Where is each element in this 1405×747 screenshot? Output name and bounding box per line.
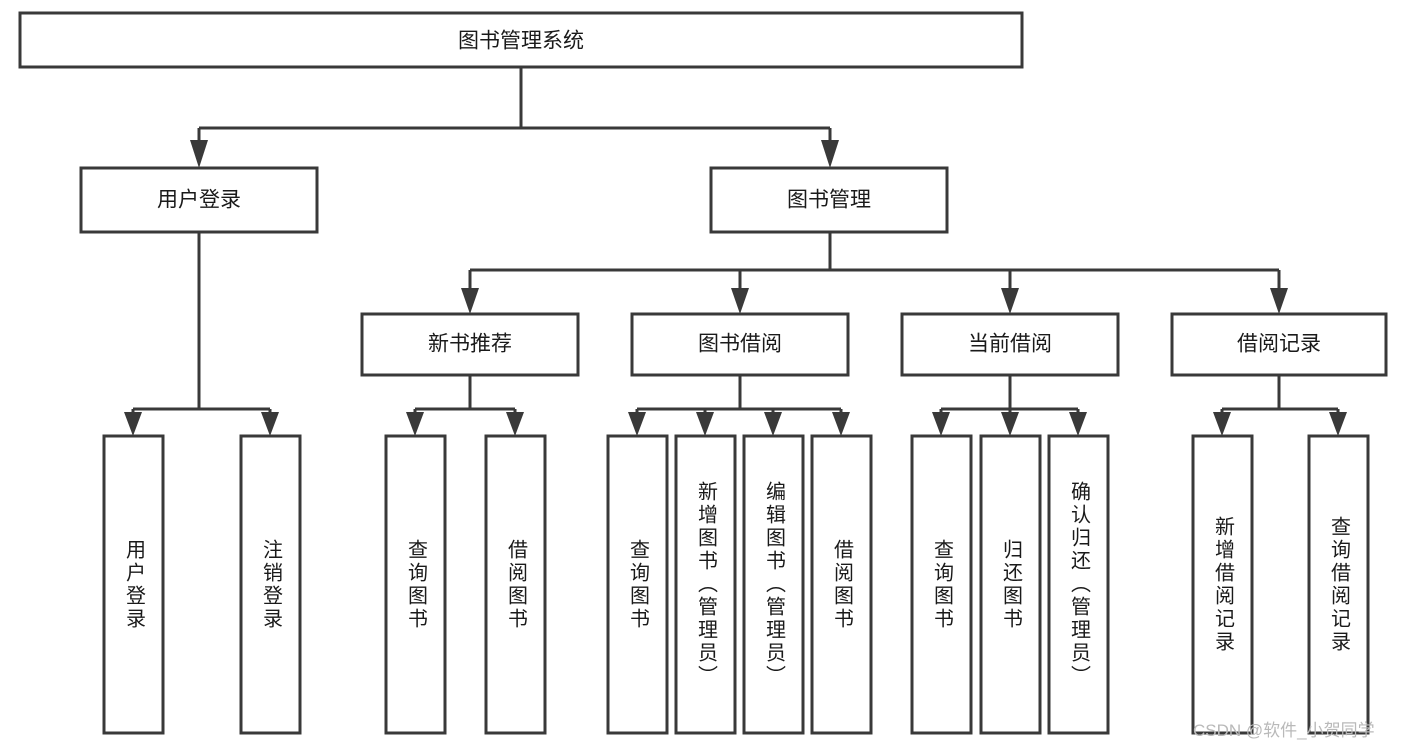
connector-bookborrow-to-leaves	[628, 375, 850, 436]
node-label-book-borrow: 图书借阅	[698, 333, 782, 356]
node-label-new-book-recommend: 新书推荐	[428, 333, 512, 356]
node-box-leaf-query-book-3[interactable]	[910, 434, 973, 735]
arrow-head-icon	[1001, 288, 1019, 314]
connector-currentborrow-to-leaves	[932, 375, 1087, 436]
node-box-borrow-record[interactable]	[1170, 312, 1388, 377]
arrow-head-icon	[506, 412, 524, 436]
node-label-book-management: 图书管理	[787, 189, 871, 212]
arrow-head-icon	[764, 412, 782, 436]
node-box-leaf-borrow-book-2[interactable]	[810, 434, 873, 735]
node-box-leaf-add-record[interactable]	[1191, 434, 1254, 735]
connector-bookmgmt-to-level3	[461, 232, 1288, 314]
connector-root-to-level2	[190, 67, 839, 168]
arrow-head-icon	[1213, 412, 1231, 436]
node-label-root: 图书管理系统	[458, 30, 584, 53]
node-box-user-login[interactable]	[79, 166, 319, 234]
arrow-head-icon	[696, 412, 714, 436]
arrow-head-icon	[628, 412, 646, 436]
arrow-head-icon	[821, 140, 839, 168]
arrow-head-icon	[731, 288, 749, 314]
node-box-leaf-query-record[interactable]	[1307, 434, 1370, 735]
arrow-head-icon	[1001, 412, 1019, 436]
arrow-head-icon	[124, 412, 142, 436]
connector-userlogin-to-leaves	[124, 232, 279, 436]
node-box-leaf-confirm-return[interactable]	[1047, 434, 1110, 735]
node-label-user-login: 用户登录	[157, 189, 241, 212]
node-box-book-borrow[interactable]	[630, 312, 850, 377]
watermark-text: CSDN @软件_小贺同学	[1193, 721, 1375, 740]
node-box-leaf-logout[interactable]	[239, 434, 302, 735]
arrow-head-icon	[190, 140, 208, 168]
connector-borrowrecord-to-leaves	[1213, 375, 1347, 436]
node-box-leaf-add-book[interactable]	[674, 434, 737, 735]
node-box-new-book-recommend[interactable]	[360, 312, 580, 377]
arrow-head-icon	[832, 412, 850, 436]
node-box-leaf-query-book-1[interactable]	[384, 434, 447, 735]
arrow-head-icon	[1329, 412, 1347, 436]
arrow-head-icon	[1069, 412, 1087, 436]
node-box-leaf-return-book[interactable]	[979, 434, 1042, 735]
arrow-head-icon	[932, 412, 950, 436]
node-box-root[interactable]	[18, 11, 1024, 69]
node-box-leaf-user-login[interactable]	[102, 434, 165, 735]
node-label-borrow-record: 借阅记录	[1237, 333, 1321, 356]
node-box-book-management[interactable]	[709, 166, 949, 234]
connector-newbook-to-leaves	[406, 375, 524, 436]
node-box-leaf-query-book-2[interactable]	[606, 434, 669, 735]
node-box-current-borrow[interactable]	[900, 312, 1120, 377]
node-label-current-borrow: 当前借阅	[968, 333, 1052, 356]
arrow-head-icon	[261, 412, 279, 436]
node-box-leaf-borrow-book-1[interactable]	[484, 434, 547, 735]
node-box-leaf-edit-book[interactable]	[742, 434, 805, 735]
arrow-head-icon	[406, 412, 424, 436]
arrow-head-icon	[461, 288, 479, 314]
arrow-head-icon	[1270, 288, 1288, 314]
